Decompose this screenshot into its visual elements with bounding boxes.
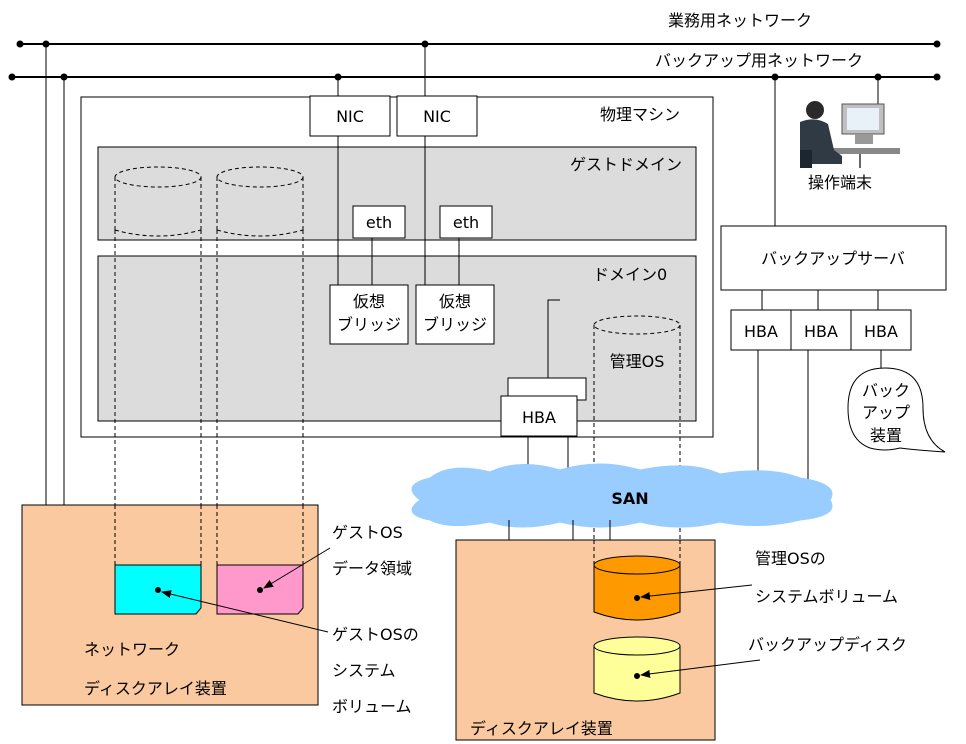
nic-1 — [309, 95, 391, 137]
guest-sys-label-line3: ボリューム — [332, 697, 412, 716]
guest-data-volume-dashed — [216, 166, 304, 237]
backup-hba-2 — [790, 309, 852, 351]
nic-2 — [396, 95, 478, 137]
virtual-bridge-2 — [415, 284, 495, 345]
nic-1-label: NIC — [336, 107, 364, 126]
bridge-1-line1: 仮想 — [353, 292, 385, 311]
guest-data-label-line1: ゲストOS — [332, 523, 403, 542]
mgmt-os-label: 管理OS — [610, 352, 665, 371]
backup-hba-3 — [850, 309, 912, 351]
backup-network: バックアップ用ネットワーク — [8, 51, 941, 81]
backup-disk-label: バックアップディスク — [748, 635, 907, 654]
guest-sys-label-line2: システム — [332, 661, 396, 680]
guest-sys-label-line1: ゲストOSの — [332, 625, 419, 644]
guest-domain-label: ゲストドメイン — [570, 155, 682, 174]
nic-2-label: NIC — [423, 107, 451, 126]
backup-hba-3-label: HBA — [864, 322, 898, 341]
backup-server-box — [720, 225, 947, 291]
eth-1 — [352, 205, 406, 239]
backup-server-label: バックアップサーバ — [761, 249, 905, 268]
eth-2-label: eth — [453, 213, 479, 232]
business-network: 業務用ネットワーク — [16, 11, 941, 48]
san-cloud — [411, 463, 833, 528]
mgmt-os-sys-volume — [593, 555, 681, 621]
eth-2 — [439, 205, 493, 239]
backup-hba-2-label: HBA — [804, 322, 838, 341]
physical-machine-label: 物理マシン — [600, 105, 680, 124]
network-disk-array-line1: ネットワーク — [84, 640, 180, 659]
domain0-label: ドメイン0 — [593, 265, 667, 284]
backup-device-line2: アップ — [862, 403, 910, 422]
virtual-bridge-1 — [329, 284, 409, 345]
domain0-hba — [500, 395, 578, 437]
backup-disk — [593, 636, 681, 702]
backup-hba-1-label: HBA — [744, 322, 778, 341]
guest-data-label-line2: データ領域 — [332, 559, 412, 578]
bridge-1-line2: ブリッジ — [337, 315, 401, 334]
backup-device-shape — [847, 367, 946, 453]
mgmt-sys-label-line1: 管理OSの — [755, 549, 826, 568]
bridge-2-line1: 仮想 — [439, 292, 471, 311]
business-network-label: 業務用ネットワーク — [668, 11, 812, 30]
bridge-2-line2: ブリッジ — [423, 315, 487, 334]
eth-1-label: eth — [366, 213, 392, 232]
backup-network-label: バックアップ用ネットワーク — [655, 51, 863, 70]
domain0-hba-label: HBA — [522, 408, 556, 427]
backup-device-line3: 装置 — [870, 426, 902, 445]
mgmt-sys-label-line2: システムボリューム — [755, 587, 898, 606]
network-disk-array-line2: ディスクアレイ装置 — [84, 679, 227, 698]
operator-terminal-label: 操作端末 — [808, 173, 872, 192]
operator-terminal-icon — [800, 101, 900, 168]
san-label: SAN — [611, 489, 648, 508]
guest-sys-volume-dashed — [114, 166, 202, 237]
disk-array-label: ディスクアレイ装置 — [470, 719, 613, 738]
backup-device-line1: バック — [862, 381, 910, 400]
